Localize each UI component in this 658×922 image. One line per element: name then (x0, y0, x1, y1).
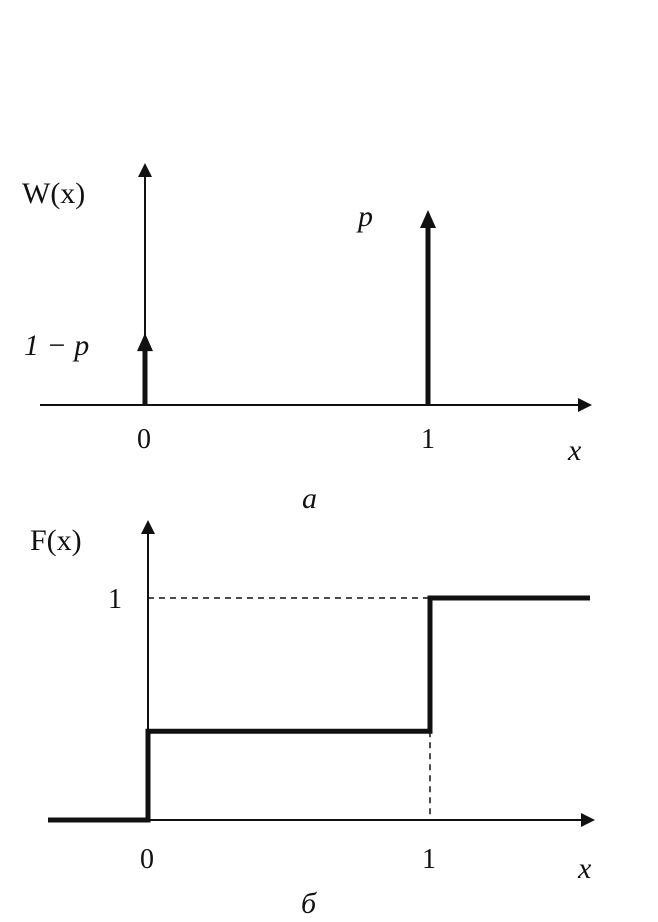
b-xtick-0: 0 (140, 844, 154, 875)
a-caption: a (302, 482, 317, 515)
a-xlabel: x (567, 434, 582, 467)
a-ylabel: W(x) (22, 177, 85, 210)
b-guides (148, 597, 431, 820)
a-xtick-0: 0 (137, 424, 151, 455)
a-stem-labels: 1 − p p (24, 200, 373, 362)
a-stem-label-0: 1 − p (24, 329, 89, 362)
b-xlabel: x (577, 852, 592, 885)
a-stem-arrowhead-0 (137, 333, 153, 352)
a-xtick-1: 1 (421, 424, 435, 455)
b-step-line (48, 595, 590, 823)
b-caption: б (301, 887, 317, 920)
b-ytick-1: 1 (108, 584, 122, 615)
b-xtick-1: 1 (422, 844, 436, 875)
a-stem-label-1: p (356, 200, 373, 233)
a-stem-arrowhead-1 (420, 210, 436, 228)
b-ylabel: F(x) (30, 524, 82, 557)
a-stems (137, 210, 436, 405)
